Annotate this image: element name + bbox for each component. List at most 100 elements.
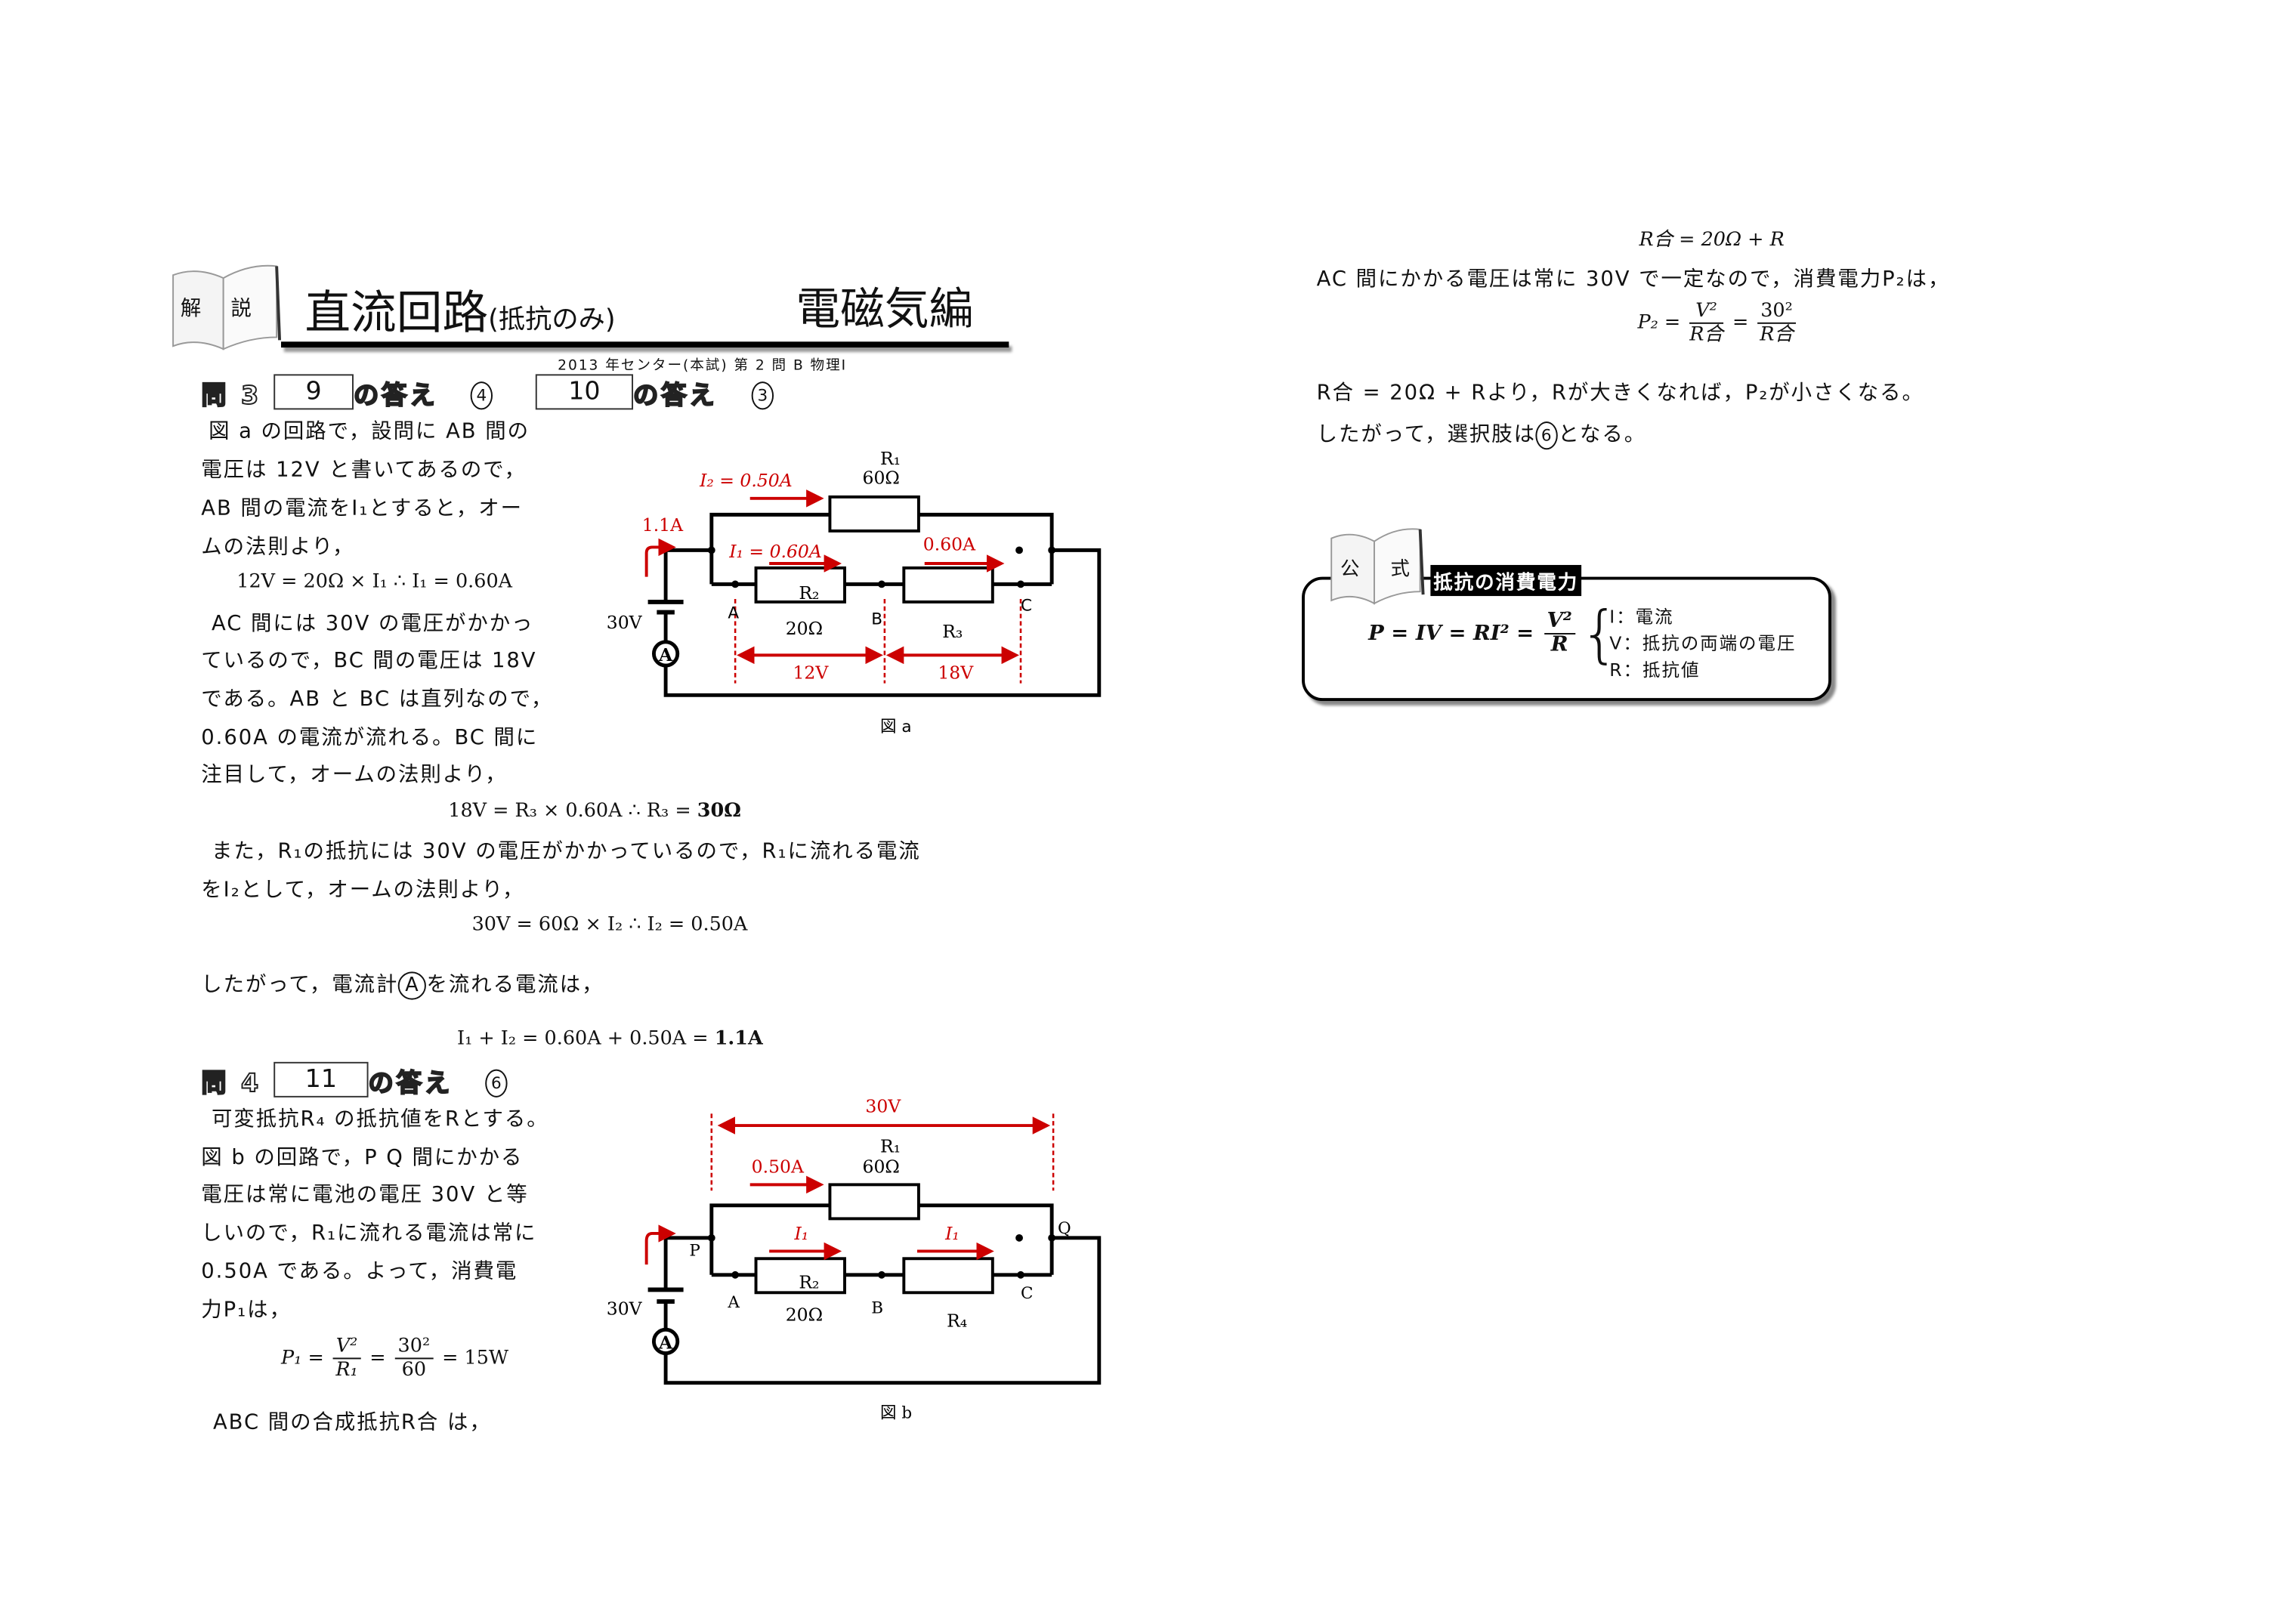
label-r2: R₂	[799, 582, 819, 604]
label-12v: 12V	[793, 662, 829, 684]
text-line: 電圧は常に電池の電圧 30V と等	[201, 1183, 529, 1207]
variable-resistor-r4	[902, 1257, 994, 1295]
eq-denominator: 60	[401, 1359, 427, 1382]
node-b: B	[871, 610, 882, 628]
category-title: 電磁気編	[796, 283, 974, 336]
equation-part: I₁ + I₂ = 0.60A + 0.50A =	[457, 1027, 715, 1051]
label-battery-voltage: 30V	[607, 612, 643, 633]
ammeter-symbol: A	[398, 971, 427, 1000]
text-line: 可変抵抗R₄ の抵抗値をRとする。	[211, 1107, 549, 1132]
resistor-r2	[754, 1257, 846, 1295]
eq-numerator: 30²	[1757, 300, 1796, 324]
answer-box-10: 10	[535, 374, 634, 410]
formula-lhs: P = IV = RI² =	[1368, 622, 1534, 646]
answer-choice: 6	[485, 1069, 508, 1098]
node-a: A	[727, 1293, 740, 1312]
text-line: ムの法則より，	[201, 535, 355, 560]
circuit-figure-a: A I₂ = 0.50A R₁ 60Ω 1.1A I₁ = 0.60A 0.60…	[607, 448, 1102, 736]
badge-char: 解	[180, 297, 202, 321]
book-icon	[1330, 528, 1425, 605]
eq-numerator: V²	[1689, 300, 1723, 324]
answer-label: の答え	[632, 381, 718, 412]
badge-char: 式	[1390, 559, 1411, 582]
label-18v: 18V	[938, 662, 974, 684]
text-line: 図 b の回路で，P Q 間にかかる	[201, 1146, 524, 1170]
label-r1-current: 0.50A	[752, 1156, 805, 1178]
label-total-current: 1.1A	[642, 514, 684, 536]
text-line: 電圧は 12V と書いてあるので，	[201, 458, 527, 483]
node-c: C	[1021, 597, 1032, 616]
answer-label: の答え	[368, 1069, 453, 1100]
equation: R合 = 20Ω + R	[1639, 229, 1785, 252]
text-part: となる。	[1558, 422, 1647, 447]
figure-caption: 図 a	[880, 718, 912, 736]
ammeter-label: A	[658, 644, 673, 665]
node-b: B	[871, 1299, 883, 1318]
label-i1: I₁	[793, 1223, 808, 1244]
text-line: 0.50A である。よって，消費電	[201, 1260, 518, 1284]
text-line: しいので，R₁に流れる電流は常に	[201, 1221, 537, 1246]
eq-sign: =	[1732, 312, 1749, 335]
eq-denominator: R₁	[335, 1359, 358, 1382]
formula-definitions: I：電流 V：抵抗の両端の電圧 R：抵抗値	[1609, 604, 1796, 684]
equation: 12V = 20Ω × I₁ ∴ I₁ = 0.60A	[236, 570, 513, 594]
source-label: 2013 年センター(本試) 第 2 問 B 物理Ⅰ	[558, 357, 848, 375]
node-q: Q	[1058, 1219, 1071, 1238]
question-4-label: 問 4	[200, 1069, 262, 1100]
text-line: AC 間にかかる電圧は常に 30V で一定なので，消費電力P₂は，	[1316, 267, 1951, 292]
eq-denominator: R合	[1760, 323, 1794, 347]
text-line: をI₂として，オームの法則より，	[201, 878, 525, 903]
label-battery-voltage: 30V	[607, 1298, 643, 1320]
badge-char: 公	[1340, 559, 1360, 582]
title-underline	[281, 341, 1009, 348]
text-part: したがって，電流計	[201, 973, 399, 997]
text-part: を流れる電流は，	[426, 973, 604, 997]
text-line: 図 a の回路で，設問に AB 間の	[209, 420, 530, 444]
book-icon	[172, 264, 282, 350]
label-r4: R₄	[947, 1310, 967, 1331]
voltage-guides	[734, 598, 1022, 684]
formula-denominator: R	[1550, 633, 1568, 657]
label-i2: I₂ = 0.50A	[699, 470, 793, 491]
answer-choice: 6	[1536, 421, 1559, 450]
title-main: 直流回路	[304, 286, 489, 341]
equation: I₁ + I₂ = 0.60A + 0.50A = 1.1A	[457, 1028, 763, 1050]
label-i1: I₁ = 0.60A	[728, 541, 822, 562]
resistor-r1	[828, 1183, 920, 1221]
equation: 18V = R₃ × 0.60A ∴ R₃ = 30Ω	[448, 800, 741, 822]
resistor-r1	[828, 495, 920, 533]
text-line: 0.60A の電流が流れる。BC 間に	[201, 726, 539, 750]
text-line: ABC 間の合成抵抗R合 は，	[212, 1410, 492, 1435]
label-r2-value: 20Ω	[786, 1304, 823, 1325]
text-line: AB 間の電流をI₁とすると，オー	[201, 496, 523, 521]
circuit-figure-b: A 30V R₁ 60Ω 0.50A I₁ I₁ R₂ 20Ω R₄ 30V P…	[607, 1095, 1102, 1423]
formula-title: 抵抗の消費電力	[1430, 564, 1582, 597]
eq-lhs: P₂ =	[1637, 312, 1681, 335]
resistor-r2	[754, 566, 846, 604]
equation-result: 30Ω	[697, 800, 741, 823]
text-line: ているので，BC 間の電圧は 18V	[201, 649, 537, 673]
current-arrows	[644, 1116, 1051, 1265]
label-r3: R₃	[942, 621, 963, 642]
current-arrows	[644, 489, 1020, 665]
eq-numerator: 30²	[394, 1335, 434, 1360]
answer-box-9: 9	[273, 374, 354, 410]
label-i3: 0.60A	[923, 533, 976, 554]
page-title: 直流回路(抵抗のみ)	[304, 275, 615, 341]
ammeter-icon	[651, 1327, 680, 1356]
equation-part: 18V = R₃ × 0.60A ∴ R₃ =	[448, 800, 697, 823]
label-r1: R₁	[880, 1135, 901, 1156]
text-line: また，R₁の抵抗には 30V の電圧がかかっているので，R₁に流れる電流	[211, 840, 921, 864]
ammeter-icon	[651, 640, 680, 668]
label-r2: R₂	[799, 1271, 819, 1292]
formula-numerator: V²	[1544, 610, 1575, 634]
label-r2-value: 20Ω	[786, 618, 823, 639]
answer-label: の答え	[353, 381, 438, 412]
resistor-r3	[902, 566, 994, 604]
text-part: したがって，選択肢は	[1316, 422, 1537, 447]
